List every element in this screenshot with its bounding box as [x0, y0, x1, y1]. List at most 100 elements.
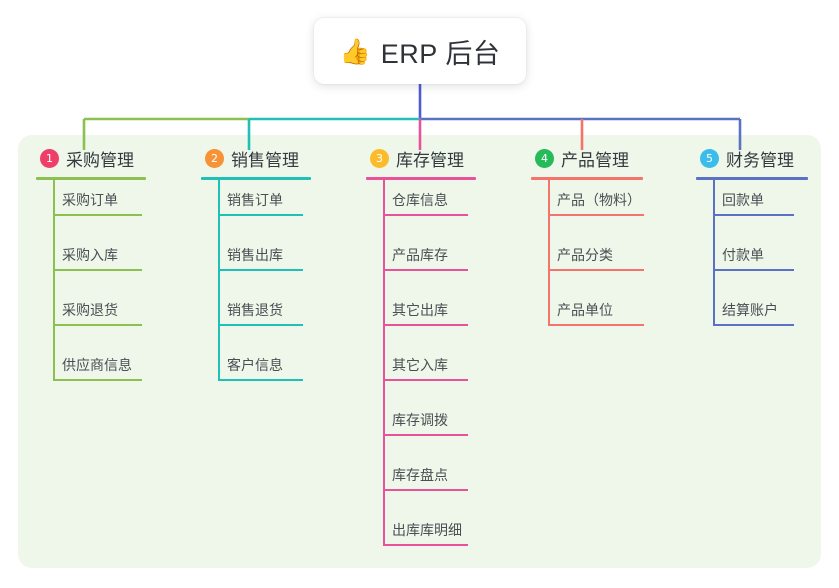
branch-item-underline [384, 269, 468, 271]
branch-item-underline [549, 269, 644, 271]
branch-item[interactable]: 销售退货 [201, 290, 319, 345]
branch-item-label: 采购订单 [62, 192, 118, 208]
branch-underline [201, 177, 311, 180]
branch-number-badge: 1 [40, 148, 59, 168]
branch-number-badge: 5 [700, 148, 719, 168]
branch-item-underline [714, 214, 794, 216]
branch-item-label: 付款单 [722, 247, 764, 263]
branch-underline [696, 177, 808, 180]
branch-item-underline [384, 489, 468, 491]
branch-item-list: 采购订单采购入库采购退货供应商信息 [36, 180, 162, 400]
branch-item[interactable]: 仓库信息 [366, 180, 484, 235]
branch-item-label: 采购入库 [62, 247, 118, 263]
branch-item[interactable]: 销售出库 [201, 235, 319, 290]
branch-item[interactable]: 其它入库 [366, 345, 484, 400]
branch-number-badge: 4 [535, 148, 554, 168]
branch-item-underline [219, 214, 303, 216]
branch-column-1: 1 采购管理采购订单采购入库采购退货供应商信息 [36, 145, 162, 400]
branch-item-underline [219, 269, 303, 271]
branch-item[interactable]: 产品（物料） [531, 180, 656, 235]
branch-item[interactable]: 供应商信息 [36, 345, 162, 400]
branch-item[interactable]: 采购退货 [36, 290, 162, 345]
branch-header-1[interactable]: 1 采购管理 [36, 145, 162, 171]
branch-item[interactable]: 产品分类 [531, 235, 656, 290]
branch-title: 销售管理 [231, 150, 299, 170]
branch-item[interactable]: 客户信息 [201, 345, 319, 400]
branch-item-underline [384, 434, 468, 436]
branch-item-underline [219, 379, 303, 381]
branch-underline [36, 177, 146, 180]
branch-item[interactable]: 付款单 [696, 235, 814, 290]
branch-item-underline [54, 324, 142, 326]
branch-item-label: 其它入库 [392, 357, 448, 373]
branch-item[interactable]: 采购入库 [36, 235, 162, 290]
branch-title: 采购管理 [66, 150, 134, 170]
branch-item-label: 其它出库 [392, 302, 448, 318]
branch-header-2[interactable]: 2 销售管理 [201, 145, 319, 171]
branch-item-label: 销售订单 [227, 192, 283, 208]
branch-spine [53, 180, 55, 381]
branch-item-list: 产品（物料） 产品分类产品单位 [531, 180, 656, 345]
branch-number-badge: 2 [205, 148, 224, 168]
branch-item-label: 出库库明细 [392, 522, 462, 538]
branches-panel [18, 135, 821, 568]
branch-item-underline [714, 324, 794, 326]
branch-item[interactable]: 产品库存 [366, 235, 484, 290]
branch-item-label: 产品库存 [392, 247, 448, 263]
branch-item-underline [54, 269, 142, 271]
branch-item-underline [549, 324, 644, 326]
branch-column-4: 4 产品管理产品（物料） 产品分类产品单位 [531, 145, 656, 345]
branch-item-label: 采购退货 [62, 302, 118, 318]
branch-item-list: 销售订单销售出库销售退货客户信息 [201, 180, 319, 400]
branch-item-label: 库存调拨 [392, 412, 448, 428]
branch-item[interactable]: 出库库明细 [366, 510, 484, 565]
branch-column-5: 5 财务管理回款单付款单结算账户 [696, 145, 814, 345]
thumbs-up-icon: 👍 [339, 36, 371, 66]
branch-item[interactable]: 销售订单 [201, 180, 319, 235]
branch-item-label: 销售退货 [227, 302, 283, 318]
branch-spine [713, 180, 715, 326]
branch-underline [531, 177, 643, 180]
branch-item[interactable]: 库存盘点 [366, 455, 484, 510]
branch-title: 产品管理 [561, 150, 629, 170]
branch-item-label: 产品（物料） [557, 192, 641, 208]
branch-header-5[interactable]: 5 财务管理 [696, 145, 814, 171]
branch-column-2: 2 销售管理销售订单销售出库销售退货客户信息 [201, 145, 319, 400]
branch-underline [366, 177, 476, 180]
branch-item[interactable]: 结算账户 [696, 290, 814, 345]
branch-item[interactable]: 采购订单 [36, 180, 162, 235]
branch-item[interactable]: 回款单 [696, 180, 814, 235]
branch-item-underline [54, 214, 142, 216]
branch-item-underline [384, 379, 468, 381]
branch-item-label: 客户信息 [227, 357, 283, 373]
branch-item-underline [219, 324, 303, 326]
branch-spine [548, 180, 550, 326]
branch-item-underline [549, 214, 644, 216]
branch-spine [383, 180, 385, 546]
branch-item-label: 仓库信息 [392, 192, 448, 208]
branch-item-label: 销售出库 [227, 247, 283, 263]
branch-column-3: 3 库存管理仓库信息产品库存其它出库其它入库库存调拨库存盘点出库库明细 [366, 145, 484, 565]
branch-item[interactable]: 产品单位 [531, 290, 656, 345]
branch-item-label: 结算账户 [722, 302, 778, 318]
branch-item-label: 回款单 [722, 192, 764, 208]
branch-spine [218, 180, 220, 381]
branch-header-4[interactable]: 4 产品管理 [531, 145, 656, 171]
branch-item-label: 供应商信息 [62, 357, 132, 373]
branch-item[interactable]: 其它出库 [366, 290, 484, 345]
branch-number-badge: 3 [370, 148, 389, 168]
branch-item-label: 产品单位 [557, 302, 613, 318]
branch-item[interactable]: 库存调拨 [366, 400, 484, 455]
branch-item-label: 产品分类 [557, 247, 613, 263]
branch-item-underline [714, 269, 794, 271]
root-node-title: ERP 后台 [380, 38, 501, 69]
branch-item-underline [384, 214, 468, 216]
branch-header-3[interactable]: 3 库存管理 [366, 145, 484, 171]
branch-item-label: 库存盘点 [392, 467, 448, 483]
branch-title: 财务管理 [726, 150, 794, 170]
branch-item-underline [54, 379, 142, 381]
root-node-card[interactable]: 👍 ERP 后台 [314, 18, 526, 84]
branch-title: 库存管理 [396, 150, 464, 170]
branch-item-underline [384, 324, 468, 326]
